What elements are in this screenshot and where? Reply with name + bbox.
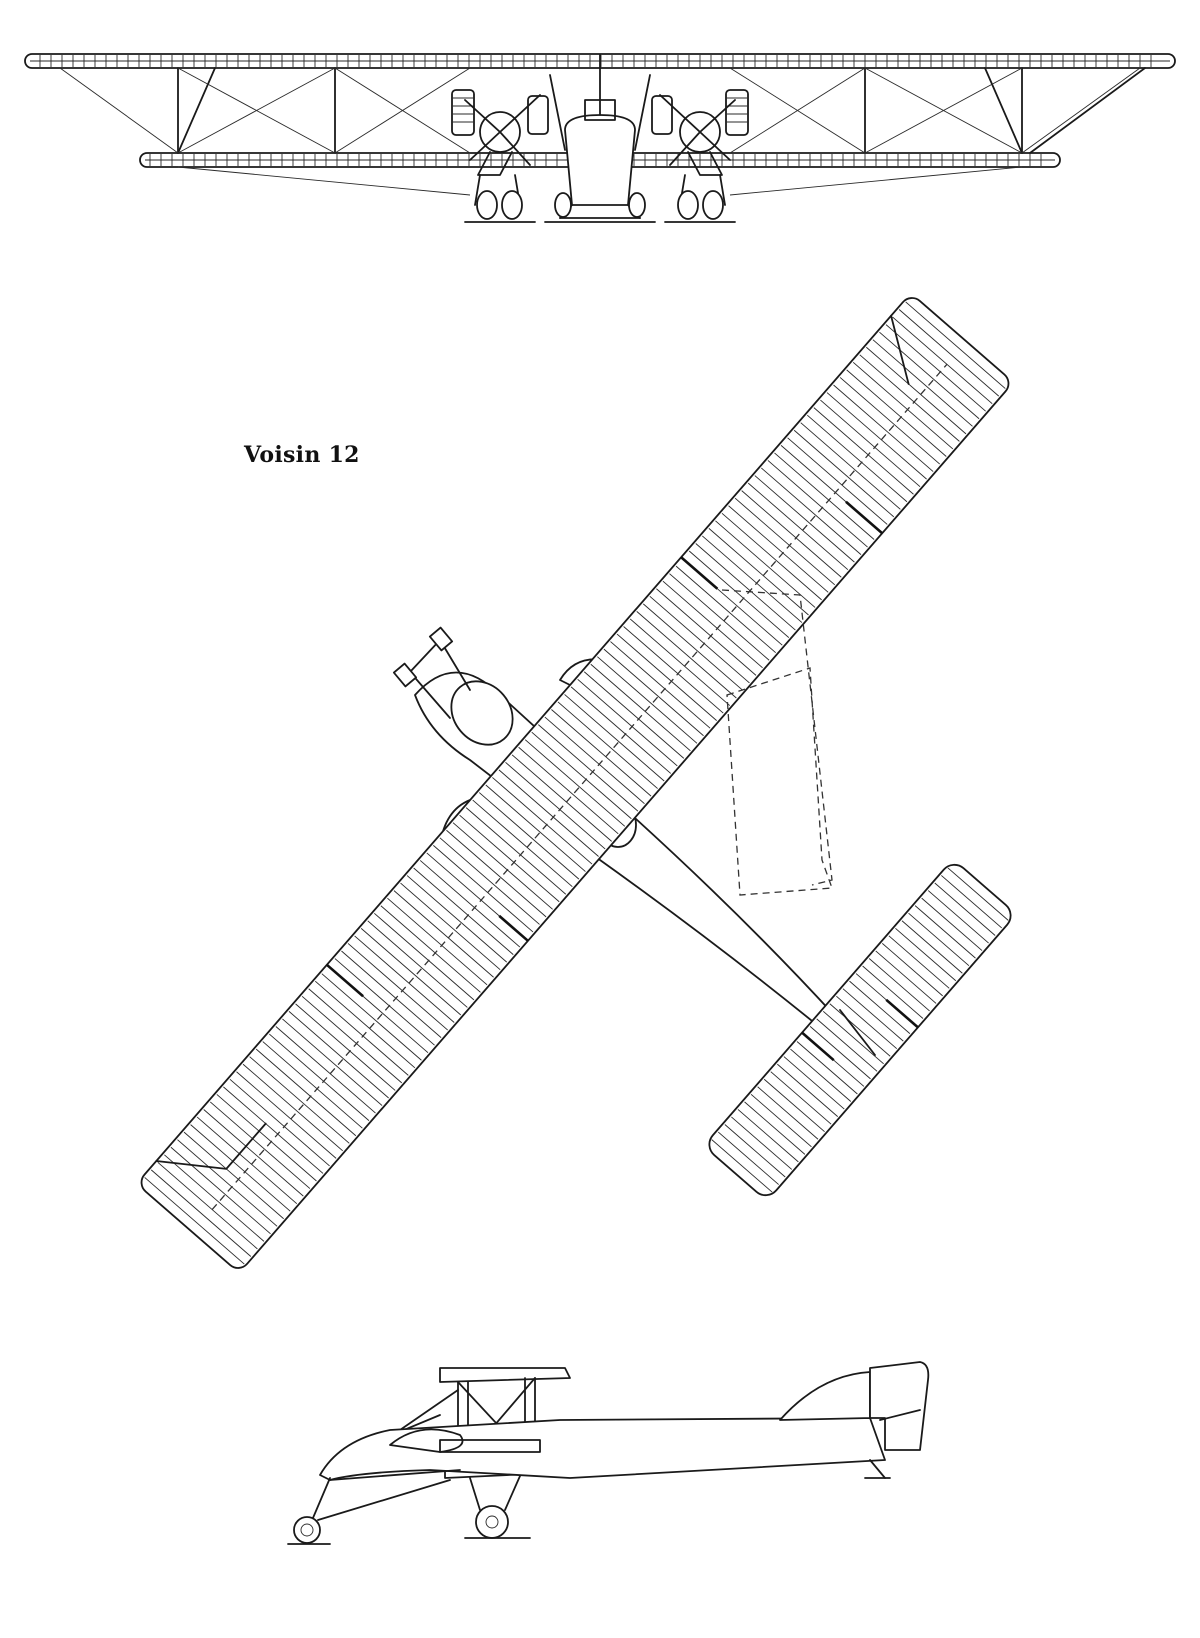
front-upper-wing-ribs [39,55,1152,67]
front-landing-gear [464,190,736,223]
side-upper-wing [439,1367,571,1383]
drawing-title: Voisin 12 [244,442,360,468]
front-left-engine [451,89,549,206]
side-landing-gear [287,1469,531,1545]
plan-nose-cockpit [450,680,514,746]
front-right-engine [651,89,749,206]
front-bracing-wires [59,67,1141,196]
side-fin [779,1371,871,1421]
front-interplane-struts [177,67,1146,154]
side-fuselage [319,1417,886,1481]
plan-main-wing [140,297,1010,1269]
side-view [287,1361,930,1545]
plan-view [140,297,1012,1269]
plan-dashed-outline [721,589,833,896]
side-rudder [869,1361,930,1451]
plan-nose-gear [392,626,471,719]
plan-tailplane [708,863,1012,1197]
